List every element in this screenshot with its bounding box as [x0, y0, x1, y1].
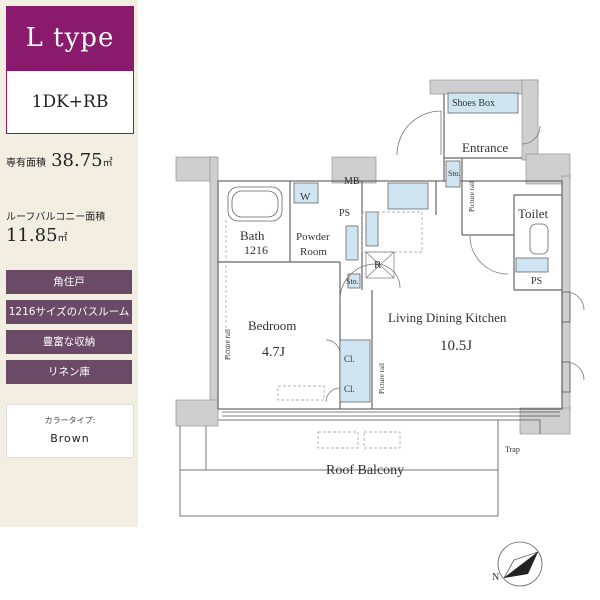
toilet-label: Toilet — [518, 206, 549, 221]
picture-rail-bedroom-label: Picture rail — [224, 329, 232, 360]
vent-symbol — [365, 251, 395, 279]
outer-walls — [175, 79, 571, 435]
color-type-box: カラータイプ: Brown — [6, 404, 134, 458]
balcony-area-label: ルーフバルコニー面積 — [6, 212, 106, 223]
bath-label: Bath — [240, 228, 265, 243]
ps-toilet-label: PS — [531, 276, 542, 287]
ps-center-label: PS — [339, 208, 350, 219]
ldk-label: Living Dining Kitchen — [388, 310, 507, 325]
ldk-size-label: 10.5J — [440, 338, 472, 354]
inner-walls — [217, 94, 563, 410]
feature-bathroom: 1216サイズのバスルーム — [6, 300, 132, 324]
balcony-area-unit: ㎡ — [57, 233, 68, 244]
closet-label-1: Cl. — [344, 354, 355, 364]
roof-balcony-outline — [179, 419, 541, 517]
bath-size-label: 1216 — [244, 243, 268, 257]
sto-entrance-label: Sto. — [448, 169, 461, 178]
picture-rail-center-label: Picture rail — [378, 363, 386, 394]
r-label: R — [374, 259, 382, 271]
feature-linen: リネン庫 — [6, 360, 132, 384]
compass-icon: N — [492, 541, 543, 587]
shoes-box-label: Shoes Box — [452, 98, 495, 109]
sto-center-label: Sto. — [346, 277, 359, 286]
entrance-label: Entrance — [462, 140, 508, 155]
w-label: W — [300, 191, 311, 203]
bedroom-label: Bedroom — [248, 318, 296, 333]
unit-type-title: L type — [6, 6, 134, 70]
sidebar: L type 1DK+RB 専有面積 38.75㎡ ルーフバルコニー面積 11.… — [0, 0, 138, 527]
room-labels: Shoes Box Entrance MB W Sto. Toilet PS P… — [224, 98, 549, 478]
closet-label-2: Cl. — [344, 384, 355, 394]
balcony-area: ルーフバルコニー面積 11.85㎡ — [6, 208, 105, 246]
color-type-label: カラータイプ: — [44, 416, 96, 425]
picture-rail-entrance-label: Picture rail — [468, 181, 476, 212]
fixtures — [227, 92, 549, 403]
exclusive-area: 専有面積 38.75㎡ — [6, 150, 113, 171]
room-label: Room — [300, 246, 327, 258]
exclusive-area-value: 38.75 — [51, 150, 103, 171]
door-swings — [325, 110, 585, 403]
feature-corner-unit: 角住戸 — [6, 270, 132, 294]
mb-label: MB — [344, 176, 360, 187]
exclusive-area-label: 専有面積 — [6, 158, 46, 169]
compass-north-label: N — [492, 572, 499, 583]
bedroom-size-label: 4.7J — [262, 345, 286, 360]
feature-storage: 豊富な収納 — [6, 330, 132, 354]
layout-type: 1DK+RB — [6, 70, 134, 134]
powder-label: Powder — [296, 231, 330, 243]
balcony-area-value: 11.85 — [6, 225, 58, 246]
trap-label: Trap — [505, 445, 520, 454]
color-type-value: Brown — [50, 432, 90, 445]
exclusive-area-unit: ㎡ — [102, 158, 113, 169]
roof-balcony-label: Roof Balcony — [326, 463, 404, 478]
floor-plan: Shoes Box Entrance MB W Sto. Toilet PS P… — [175, 79, 585, 587]
